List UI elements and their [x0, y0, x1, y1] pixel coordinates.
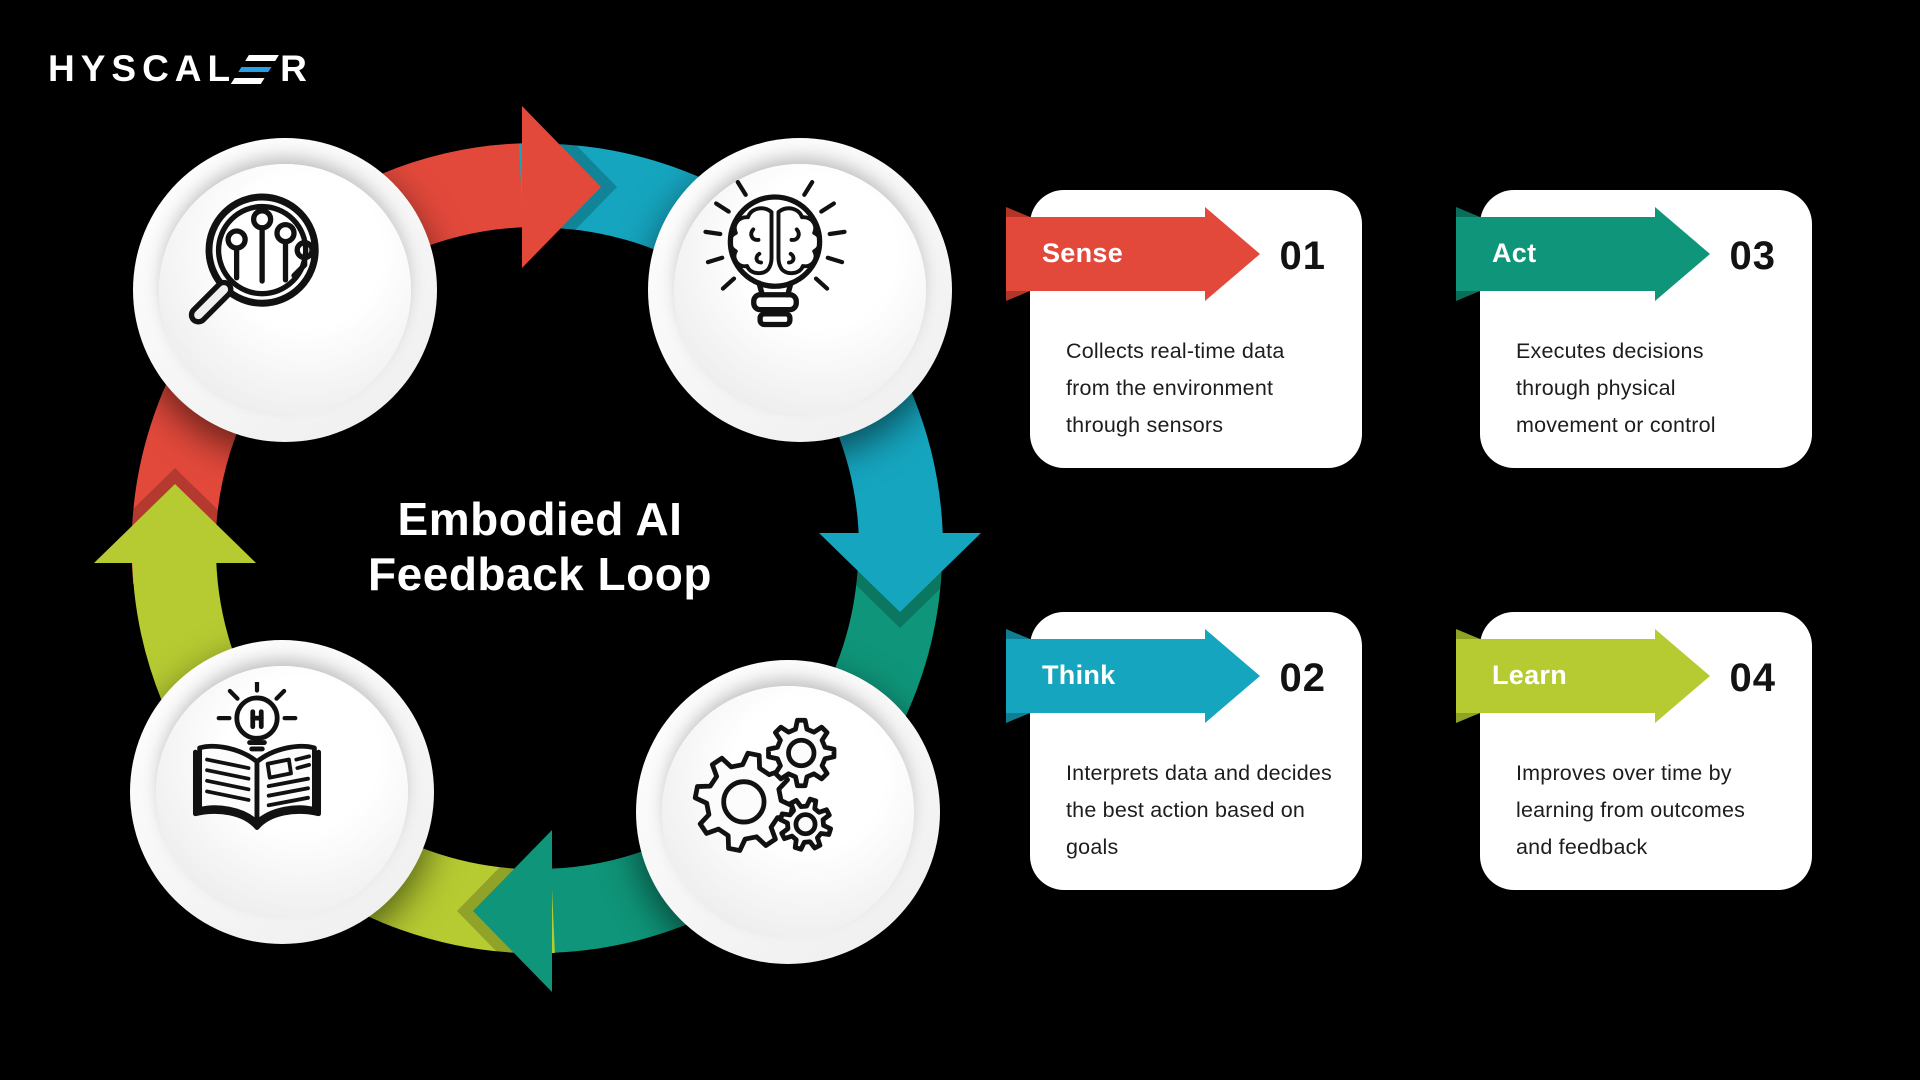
- hyscaler-logo: HYSCAL R: [48, 50, 313, 88]
- sense-ribbon-arrow: [1006, 207, 1260, 301]
- node-act: [636, 660, 940, 964]
- node-learn: [130, 640, 434, 944]
- learn-ribbon-arrow: [1456, 629, 1710, 723]
- logo-text-prefix: HYSCAL: [48, 48, 237, 89]
- node-sense: [133, 138, 437, 442]
- card-sense: Sense 01 Collects real-time data from th…: [1006, 190, 1362, 468]
- card-number: 03: [1729, 234, 1776, 278]
- act-ribbon-arrow: [1456, 207, 1710, 301]
- diagram-title: Embodied AI Feedback Loop: [368, 493, 712, 600]
- card-think: Think 02 Interprets data and decides the…: [1006, 612, 1362, 890]
- brain-bulb-icon: [703, 180, 847, 328]
- arrowhead-learn: [94, 484, 256, 563]
- card-label: Act: [1492, 238, 1537, 268]
- card-number: 02: [1279, 656, 1326, 700]
- card-number: 01: [1279, 234, 1326, 278]
- arrowhead-sense: [522, 106, 601, 268]
- gears-icon: [692, 717, 837, 853]
- card-label: Sense: [1042, 238, 1124, 268]
- card-number: 04: [1729, 656, 1776, 700]
- search-circuit-icon: [188, 193, 319, 325]
- book-bulb-icon: [192, 682, 322, 830]
- node-think: [648, 138, 952, 442]
- card-label: Learn: [1492, 660, 1568, 690]
- arrowhead-think: [819, 533, 981, 612]
- card-learn: Learn 04 Improves over time by learning …: [1456, 612, 1812, 890]
- arrowhead-act: [473, 830, 552, 992]
- logo-text-suffix: R: [280, 48, 313, 89]
- think-ribbon-arrow: [1006, 629, 1260, 723]
- card-description: Improves over time by learning from outc…: [1516, 761, 1746, 859]
- card-label: Think: [1042, 660, 1116, 690]
- card-act: Act 03 Executes decisions through physic…: [1456, 190, 1812, 468]
- card-description: Executes decisions through physical move…: [1516, 339, 1716, 437]
- card-description: Interprets data and decides the best act…: [1066, 761, 1332, 859]
- card-description: Collects real-time data from the environ…: [1066, 339, 1285, 437]
